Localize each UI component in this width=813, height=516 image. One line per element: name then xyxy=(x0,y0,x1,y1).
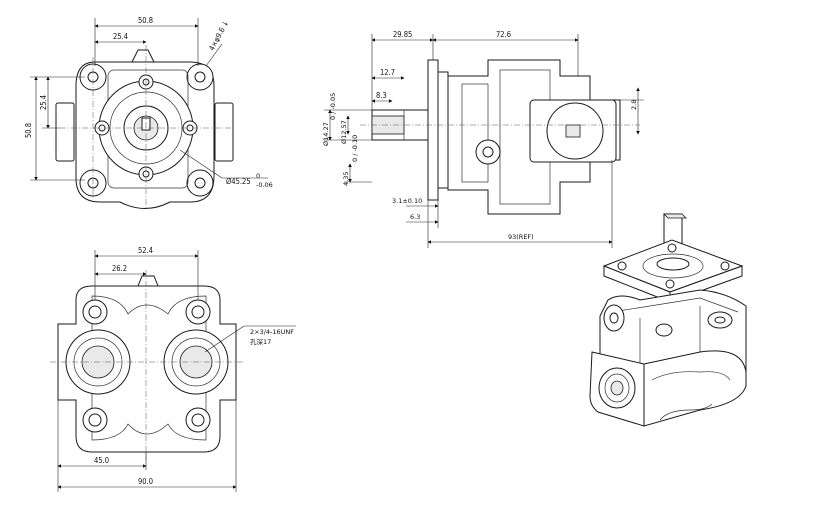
side-dim-body: 72.6 xyxy=(496,30,511,39)
rear-view: 52.4 26.2 2×3/4-16UNF 孔深17 45.0 90.0 xyxy=(50,246,296,492)
front-dim-half-width: 25.4 xyxy=(113,32,128,41)
rear-dim-half-total: 45.0 xyxy=(94,456,109,465)
side-dim-key: 8.3 xyxy=(376,91,387,100)
front-view: 50.8 25.4 4×φ9.6 ↓ 50.8 25.4 Ø45.25 0 -0… xyxy=(24,16,273,210)
rear-port-note-line1: 2×3/4-16UNF xyxy=(250,328,294,336)
isometric-view xyxy=(589,213,747,427)
front-dim-total-height: 50.8 xyxy=(24,123,33,138)
side-dim-shaft-key: 12.7 xyxy=(380,68,395,77)
rear-dim-half-width: 26.2 xyxy=(112,264,127,273)
front-dim-bolt: 4×φ9.6 ↓ xyxy=(207,19,230,52)
side-dim-key-depth: 4.35 xyxy=(342,172,350,186)
side-dim-shaft-inner: Ø12.57 xyxy=(340,120,348,144)
side-dim-flange: 29.85 xyxy=(393,30,412,39)
front-dim-width: 50.8 xyxy=(138,16,153,25)
side-dim-key-depth-tol: 0 / -0.10 xyxy=(351,135,359,162)
front-dim-pilot-tol-upper: 0 xyxy=(256,172,260,180)
side-dim-total: 93(REF) xyxy=(508,233,534,241)
side-view: 29.85 72.6 12.7 8.3 Ø14.27 0 / -0.05 Ø12… xyxy=(322,30,644,248)
front-dim-left-height: 25.4 xyxy=(39,95,48,110)
rear-dim-width: 52.4 xyxy=(138,246,153,255)
front-dim-pilot-tol-lower: -0.06 xyxy=(256,181,273,189)
side-dim-shoulder: 6.3 xyxy=(410,213,420,221)
side-dim-shaft-dia-tol: 0 / -0.05 xyxy=(329,93,337,120)
side-dim-top-right: 2.8 xyxy=(630,100,638,110)
side-dim-shaft-dia: Ø14.27 xyxy=(322,122,330,146)
front-dim-pilot: Ø45.25 xyxy=(226,177,251,186)
rear-dim-total: 90.0 xyxy=(138,477,153,486)
rear-port-note-line2: 孔深17 xyxy=(250,337,271,346)
side-dim-step: 3.1±0.10 xyxy=(392,197,422,205)
